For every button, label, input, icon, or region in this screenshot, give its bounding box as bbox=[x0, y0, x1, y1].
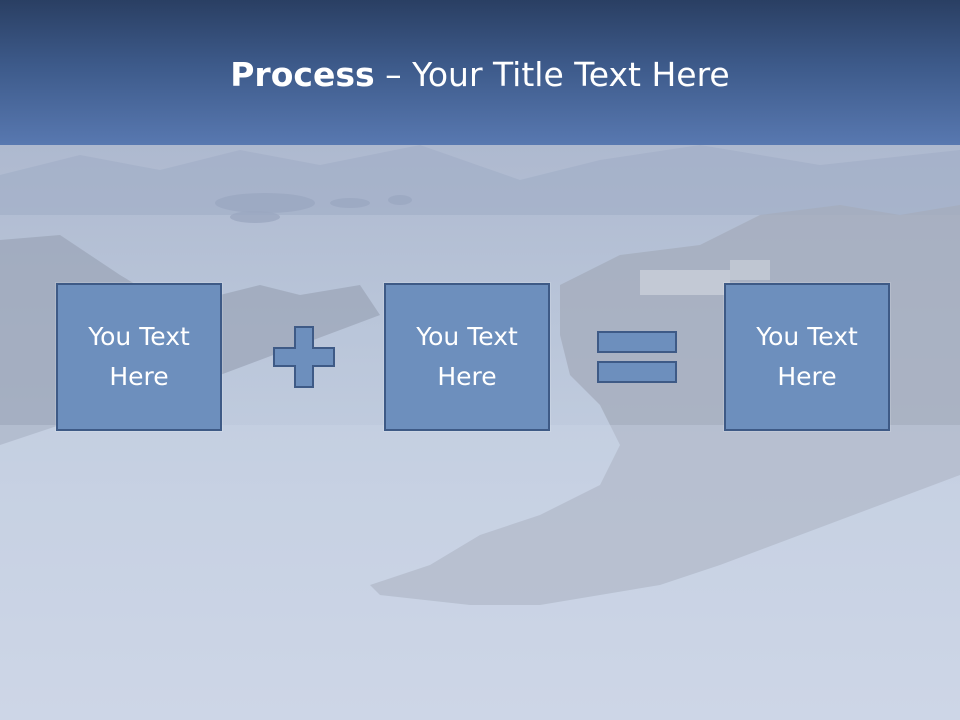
box-3-line-1: You Text bbox=[756, 322, 858, 351]
process-box-2[interactable]: You Text Here bbox=[384, 283, 550, 431]
title-bold-text: Process bbox=[230, 55, 375, 94]
box-1-line-2: Here bbox=[109, 362, 169, 391]
process-box-1[interactable]: You Text Here bbox=[56, 283, 222, 431]
equals-icon bbox=[597, 331, 677, 383]
lake-scenery bbox=[0, 145, 960, 720]
title-bar: Process – Your Title Text Here bbox=[0, 0, 960, 145]
plus-icon bbox=[273, 326, 335, 388]
box-1-line-1: You Text bbox=[88, 322, 190, 351]
box-2-line-2: Here bbox=[437, 362, 497, 391]
process-box-3[interactable]: You Text Here bbox=[724, 283, 890, 431]
box-2-line-1: You Text bbox=[416, 322, 518, 351]
box-3-line-2: Here bbox=[777, 362, 837, 391]
title-rest-text: – Your Title Text Here bbox=[374, 55, 730, 94]
slide-title[interactable]: Process – Your Title Text Here bbox=[0, 50, 960, 100]
lake-background-image bbox=[0, 145, 960, 720]
